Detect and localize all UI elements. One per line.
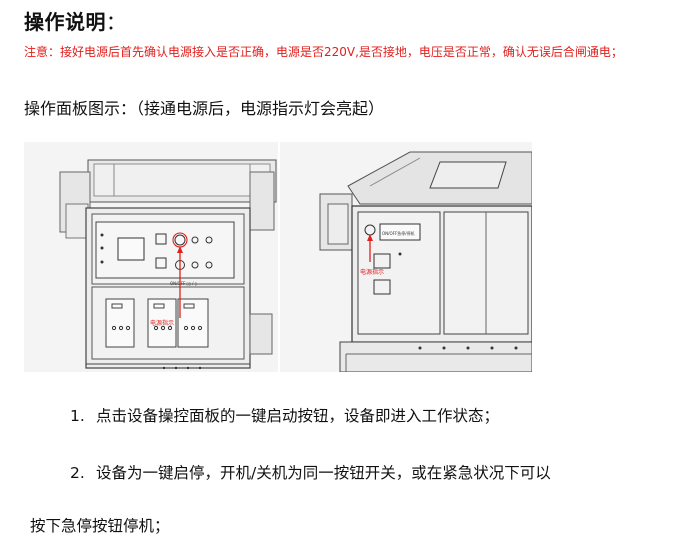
right-plate-label: ON/OFF急停/停机 xyxy=(382,230,415,236)
left-plate-label: ON/OFF ▯▯ / ▯ xyxy=(170,281,197,286)
step-number: 1. xyxy=(70,407,85,425)
left-callout-label: 电源指示 xyxy=(150,319,174,327)
step-number: 2. xyxy=(70,464,85,482)
step-item: 2. 设备为一键启停，开机/关机为同一按钮开关，或在紧急状况下可以 xyxy=(70,461,551,483)
cabinet-perspective-view: ON/OFF急停/停机 电源指示 xyxy=(280,142,532,372)
title-text: 操作说明 xyxy=(24,10,106,34)
panel-figures: ON/OFF ▯▯ / ▯ xyxy=(24,142,532,372)
safety-notice: 注意：接好电源后首先确认电源接入是否正确，电源是否220V,是否接地，电压是否正… xyxy=(24,45,623,59)
step-text: 设备为一键启停，开机/关机为同一按钮开关，或在紧急状况下可以 xyxy=(96,464,551,482)
panel-caption: 操作面板图示：（接通电源后，电源指示灯会亮起） xyxy=(24,99,385,118)
title-colon: ： xyxy=(106,10,127,34)
page-title: 操作说明： xyxy=(24,6,127,35)
step-item: 1. 点击设备操控面板的一键启动按钮，设备即进入工作状态； xyxy=(70,404,499,426)
right-callout-label: 电源指示 xyxy=(360,268,384,276)
step-text: 点击设备操控面板的一键启动按钮，设备即进入工作状态； xyxy=(96,407,500,425)
step-continuation: 按下急停按钮停机； xyxy=(30,517,170,535)
cabinet-perspective-drawing: ON/OFF急停/停机 电源指示 xyxy=(280,142,532,372)
cabinet-front-drawing: ON/OFF ▯▯ / ▯ xyxy=(24,142,278,372)
cabinet-front-view: ON/OFF ▯▯ / ▯ xyxy=(24,142,278,372)
